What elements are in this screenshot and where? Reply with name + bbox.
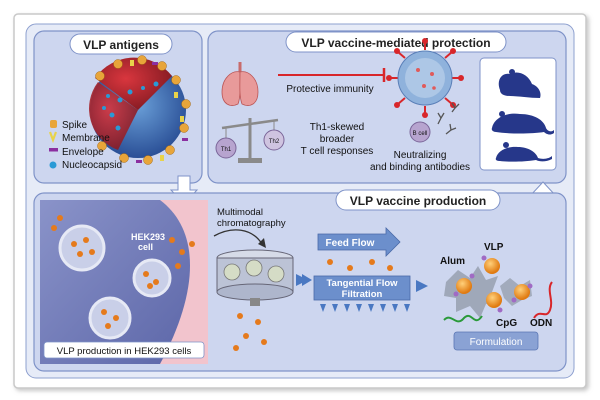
protective-immunity-label: Protective immunity — [286, 84, 373, 95]
panel-vlp-antigens: VLP antigens — [33, 30, 203, 184]
envelope-icon — [49, 148, 58, 152]
legend-label-nucleocapsid: Nucleocapsid — [62, 160, 122, 171]
formulation-label-box — [453, 331, 539, 351]
protection-panel-bg — [207, 30, 567, 184]
legend-item-envelope: Envelope — [49, 147, 104, 158]
spike-icon — [50, 120, 57, 128]
balance-scale-icon: Th1 Th2 — [215, 118, 285, 163]
hek293-footer-label: VLP production in HEK293 cells — [57, 346, 192, 357]
filtrate-arrows — [320, 304, 410, 312]
legend-label-envelope: Envelope — [62, 147, 104, 158]
animal-icons — [491, 69, 554, 162]
curved-arrow-head — [258, 238, 266, 248]
coronavirus-icon — [386, 38, 464, 118]
legend-label-spike: Spike — [62, 120, 87, 131]
ferret-icon — [498, 72, 541, 98]
formulation-illustration — [443, 255, 553, 323]
antigens-title-pill — [69, 33, 173, 55]
hek293-cell-illustration: HEK293 cell — [40, 200, 208, 364]
scale-label-th2: Th2 — [269, 139, 280, 145]
tff-membrane — [313, 275, 411, 301]
legend-item-spike: Spike — [50, 120, 87, 131]
production-title: VLP vaccine production — [350, 194, 486, 208]
lungs-icon — [221, 62, 259, 106]
legend-item-nucleocapsid: Nucleocapsid — [49, 160, 122, 171]
formulation-alum-label: Alum — [440, 256, 465, 267]
rat-icon — [491, 113, 554, 135]
right-arrow-icon-2 — [302, 274, 312, 286]
vlp-virion-illustration — [89, 55, 191, 165]
mouse-icon — [495, 146, 552, 162]
panel-production: VLP vaccine production HEK293 cell VLP p… — [33, 189, 567, 372]
tcell-text-line-3: T cell responses — [301, 146, 374, 157]
curved-arrow — [213, 229, 263, 245]
chromatography-label-line-2: chromatography — [217, 218, 286, 229]
formulation-cpg-label: CpG — [496, 318, 517, 329]
feed-flow-label: Feed Flow — [326, 238, 375, 249]
antigens-title: VLP antigens — [83, 38, 159, 52]
panel-protection: VLP vaccine-mediated protection Protecti… — [207, 30, 567, 184]
eluted-vlp-particles — [233, 313, 267, 351]
production-title-pill — [335, 189, 501, 211]
tcell-text-line-1: Th1-skewed — [310, 122, 364, 133]
tcell-text-line-2: broader — [320, 134, 355, 145]
hek293-cell-label-line-2: cell — [138, 242, 153, 252]
feed-particles — [327, 259, 393, 271]
b-cell-label: B cell — [413, 131, 428, 137]
formulation-vlp-label: VLP — [484, 242, 504, 253]
right-arrow-icon-3 — [416, 280, 428, 292]
tff-label-line-2: Filtration — [342, 289, 383, 300]
feed-flow-arrow — [317, 227, 401, 257]
antigens-legend: Spike Membrane Envelope Nucleocapsid — [48, 120, 122, 171]
scale-label-th1: Th1 — [221, 147, 232, 153]
legend-label-membrane: Membrane — [62, 133, 110, 144]
tff-label-line-1: Tangential Flow — [326, 278, 398, 289]
antibody-icons — [437, 102, 460, 135]
nucleocapsid-icon — [49, 161, 57, 169]
antibody-text-line-1: Neutralizing — [394, 150, 447, 161]
legend-item-membrane: Membrane — [48, 131, 110, 144]
b-cell-icon: B cell — [409, 121, 431, 143]
formulation-label: Formulation — [470, 337, 523, 348]
formulation-odn-label: ODN — [530, 318, 552, 329]
chromatography-label-line-1: Multimodal — [217, 207, 263, 218]
chromatography-column-icon — [216, 249, 294, 306]
hek293-cell-label-line-1: HEK293 — [131, 232, 165, 242]
antibody-text-line-2: and binding antibodies — [370, 162, 470, 173]
protection-title: VLP vaccine-mediated protection — [301, 36, 490, 50]
membrane-icon — [48, 131, 58, 144]
hek293-footer-box — [43, 341, 205, 359]
